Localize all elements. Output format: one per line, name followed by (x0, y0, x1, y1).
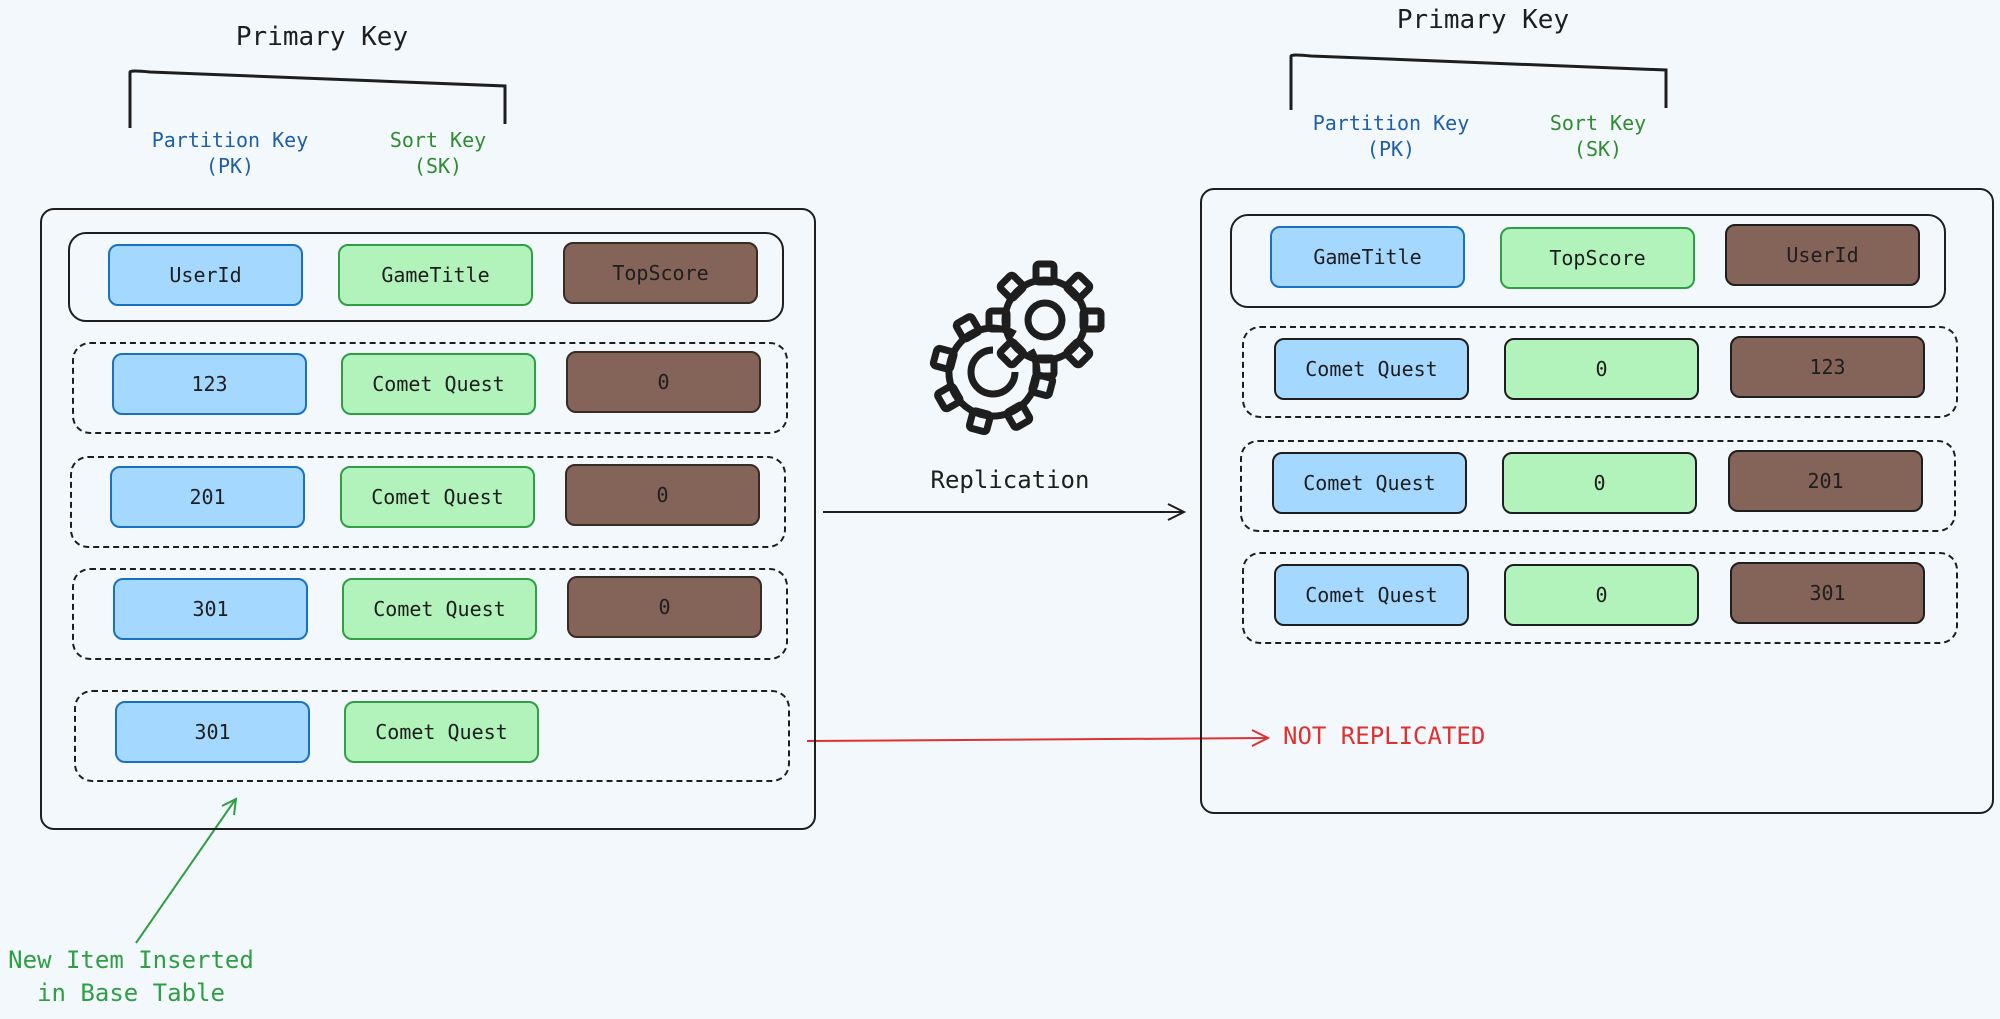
cell-topscore: 0 (567, 576, 762, 638)
index-table-header-row (1230, 214, 1946, 308)
cell-gametitle: Comet Quest (342, 578, 537, 640)
index-table-row (1242, 552, 1958, 644)
not-replicated-label: NOT REPLICATED (1283, 722, 1486, 750)
cell-userid: 301 (1730, 562, 1925, 624)
replication-label: Replication (930, 466, 1090, 494)
new-item-arrow (135, 797, 238, 944)
gears-icon (929, 260, 1105, 436)
not-replicated-arrow (806, 729, 1271, 747)
cell-topscore: 0 (1502, 452, 1697, 514)
cell-gametitle: Comet Quest (1274, 338, 1469, 400)
base-table-row (70, 456, 786, 548)
left-primary-key-bracket (128, 69, 507, 128)
cell-gametitle: Comet Quest (1272, 452, 1467, 514)
base-table-header-row (68, 232, 784, 322)
cell-gametitle: Comet Quest (340, 466, 535, 528)
cell-gametitle: Comet Quest (341, 353, 536, 415)
header-cell-userid: UserId (1725, 224, 1920, 286)
cell-topscore: 0 (566, 351, 761, 413)
cell-userid: 301 (113, 578, 308, 640)
right-sort-key-label: Sort Key(SK) (1549, 111, 1647, 161)
left-sort-key-label: Sort Key(SK) (389, 128, 487, 178)
new-item-row (74, 690, 790, 782)
header-cell-gametitle: GameTitle (338, 244, 533, 306)
base-table-row (72, 342, 788, 434)
header-cell-topscore: TopScore (563, 242, 758, 304)
new-item-cell-gametitle: Comet Quest (344, 701, 539, 763)
left-primary-key-title: Primary Key (235, 22, 409, 52)
cell-userid: 123 (112, 353, 307, 415)
header-cell-userid: UserId (108, 244, 303, 306)
right-primary-key-title: Primary Key (1396, 5, 1570, 35)
cell-userid: 123 (1730, 336, 1925, 398)
right-primary-key-bracket (1289, 53, 1668, 110)
cell-topscore: 0 (1504, 338, 1699, 400)
cell-gametitle: Comet Quest (1274, 564, 1469, 626)
cell-topscore: 0 (565, 464, 760, 526)
index-table-row (1242, 326, 1958, 418)
base-table-row (72, 568, 788, 660)
base-table (40, 208, 816, 830)
cell-userid: 201 (1728, 450, 1923, 512)
replication-arrow (823, 503, 1187, 521)
index-table-row (1240, 440, 1956, 532)
left-partition-key-label: Partition Key(PK) (151, 128, 309, 178)
right-partition-key-label: Partition Key(PK) (1312, 111, 1470, 161)
new-item-cell-userid: 301 (115, 701, 310, 763)
index-table (1200, 188, 1994, 814)
header-cell-topscore: TopScore (1500, 227, 1695, 289)
cell-userid: 201 (110, 466, 305, 528)
header-cell-gametitle: GameTitle (1270, 226, 1465, 288)
cell-topscore: 0 (1504, 564, 1699, 626)
